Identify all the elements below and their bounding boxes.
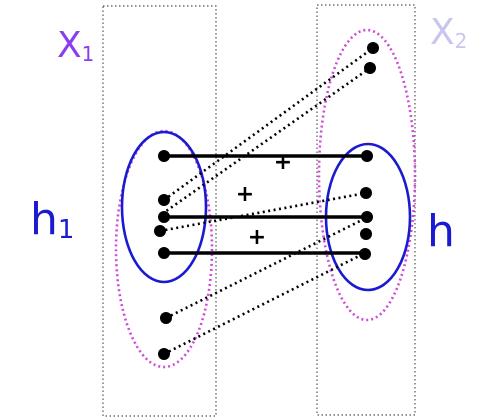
plus-sign: + — [274, 150, 292, 175]
label-h1: h1 — [30, 194, 74, 245]
pink-ellipse-right — [317, 28, 417, 322]
pink-ellipse-left — [114, 129, 214, 369]
vertex — [158, 194, 170, 206]
vertex — [158, 211, 170, 223]
label-h: h — [427, 206, 455, 257]
dotted-edge — [161, 66, 371, 216]
column-box-x1 — [102, 5, 217, 417]
label-h1-base: h — [30, 194, 58, 245]
label-h1-sub: 1 — [58, 215, 75, 245]
plus-sign: + — [248, 225, 266, 250]
vertex — [361, 211, 373, 223]
vertices-left — [154, 150, 172, 360]
vertex — [360, 228, 372, 240]
vertex — [154, 225, 166, 237]
column-box-x2 — [316, 4, 416, 416]
vertex — [158, 348, 170, 360]
label-x1-base: X — [57, 25, 82, 66]
dotted-edge — [163, 252, 364, 356]
solid-edges — [164, 154, 367, 255]
vertex — [361, 150, 373, 162]
dotted-edge — [159, 191, 367, 233]
dotted-edge — [165, 216, 367, 320]
vertex — [160, 312, 172, 324]
vertex — [367, 42, 379, 54]
label-x2-sub: 2 — [455, 29, 468, 53]
vertex — [359, 248, 371, 260]
vertex — [360, 187, 372, 199]
vertices-right — [359, 42, 379, 260]
blue-ellipse-left — [120, 130, 208, 284]
vertex — [158, 150, 170, 162]
label-x1-sub: 1 — [82, 42, 95, 66]
dotted-edges — [159, 46, 374, 356]
plus-sign: + — [236, 182, 254, 207]
label-x2: X2 — [430, 12, 467, 53]
dotted-edge — [163, 46, 374, 202]
label-x1: X1 — [57, 25, 94, 66]
label-x2-base: X — [430, 12, 455, 53]
vertex — [364, 62, 376, 74]
vertex — [158, 247, 170, 259]
